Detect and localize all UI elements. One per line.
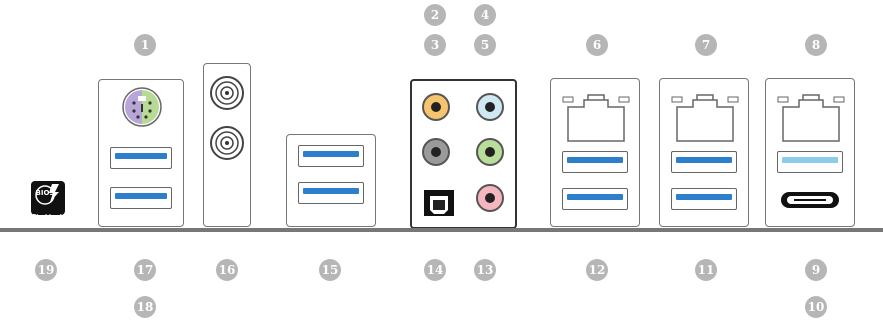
callout-2: 2 xyxy=(424,4,446,26)
usb-port xyxy=(562,188,628,210)
callout-1: 1 xyxy=(134,34,156,56)
lan-usb-panel-12 xyxy=(550,78,640,227)
antenna-connector xyxy=(210,76,244,110)
audio-panel xyxy=(410,79,517,229)
callout-6: 6 xyxy=(586,34,608,56)
usb-port xyxy=(777,151,843,173)
ps2-usb-panel xyxy=(98,79,184,227)
lan-usb-panel-11 xyxy=(659,78,749,227)
usb-port xyxy=(298,145,364,167)
callout-16: 16 xyxy=(216,259,238,281)
usb-port xyxy=(671,188,737,210)
bios-label-line2: Flashback xyxy=(32,214,64,220)
panel-baseline xyxy=(0,228,883,232)
callout-14: 14 xyxy=(424,259,446,281)
audio-jack-lightblue xyxy=(476,93,504,121)
audio-jack-pink xyxy=(476,184,504,212)
callout-11: 11 xyxy=(695,259,717,281)
callout-15: 15 xyxy=(319,259,341,281)
audio-jack-orange xyxy=(422,93,450,121)
callout-17: 17 xyxy=(134,259,156,281)
usb-panel-15 xyxy=(286,134,376,227)
callout-12: 12 xyxy=(586,259,608,281)
callout-10: 10 xyxy=(805,296,827,318)
callout-19: 19 xyxy=(35,259,57,281)
audio-jack-gray xyxy=(422,138,450,166)
callout-3: 3 xyxy=(424,34,446,56)
usb-port xyxy=(110,187,172,209)
ethernet-port xyxy=(671,94,739,142)
callout-4: 4 xyxy=(474,4,496,26)
usb-type-c-port xyxy=(781,192,839,208)
ethernet-port xyxy=(777,94,845,142)
usb-port xyxy=(110,147,172,169)
usb-port xyxy=(671,151,737,173)
antenna-panel xyxy=(203,63,251,227)
ps2-combo-port xyxy=(122,87,162,127)
optical-spdif-port xyxy=(424,190,454,216)
callout-7: 7 xyxy=(695,34,717,56)
callout-8: 8 xyxy=(805,34,827,56)
bios-label-line1: BIOS xyxy=(35,189,55,197)
antenna-connector xyxy=(210,126,244,160)
callout-9: 9 xyxy=(805,259,827,281)
lan-usb-typec-panel xyxy=(765,78,855,227)
ethernet-port xyxy=(562,94,630,142)
callout-13: 13 xyxy=(474,259,496,281)
callout-5: 5 xyxy=(474,34,496,56)
bios-flashback-label: BIOS Flashback xyxy=(31,189,65,220)
bios-flashback-icon xyxy=(31,181,65,215)
callout-18: 18 xyxy=(134,296,156,318)
audio-jack-green xyxy=(476,138,504,166)
usb-port xyxy=(298,182,364,204)
usb-port xyxy=(562,151,628,173)
